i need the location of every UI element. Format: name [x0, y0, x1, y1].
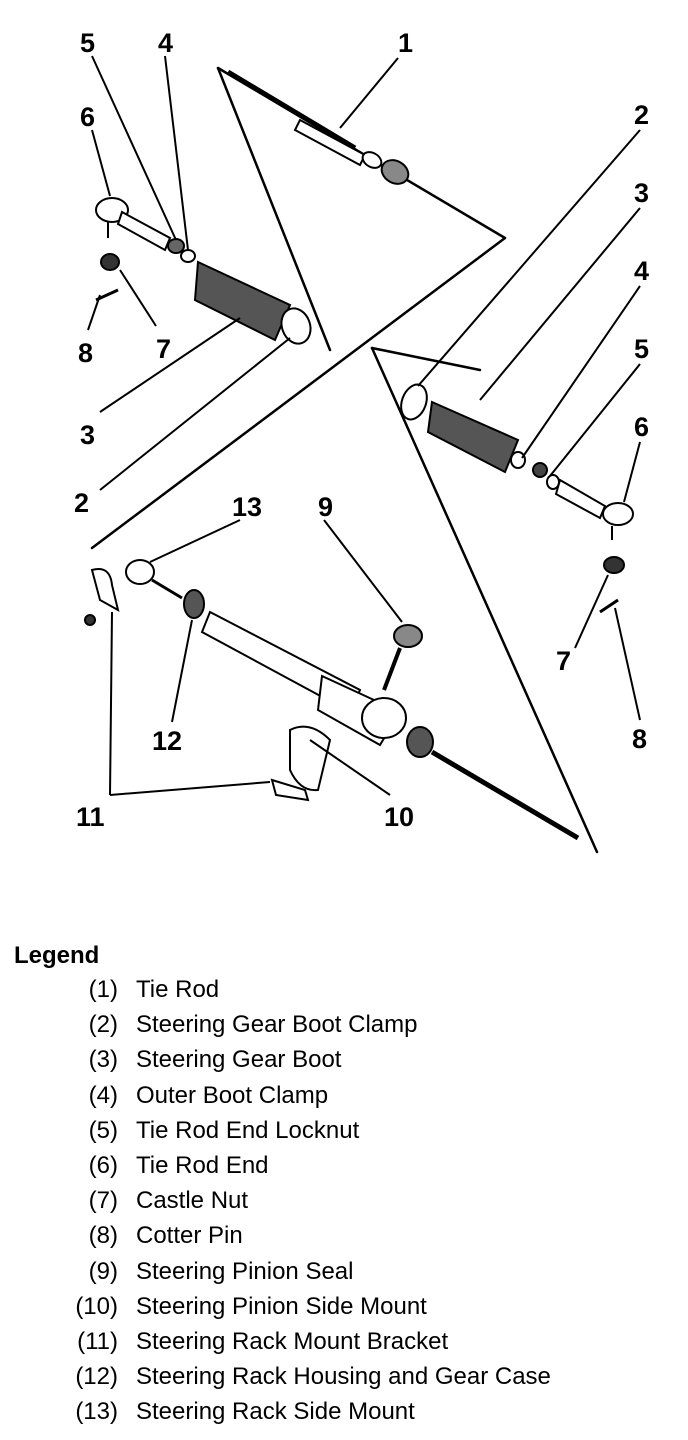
callout-12: 12: [152, 726, 182, 756]
legend-item-label: Steering Rack Mount Bracket: [136, 1327, 449, 1355]
callout-6: 6: [80, 102, 95, 132]
legend-item-label: Outer Boot Clamp: [136, 1081, 329, 1109]
legend-item: (6) Tie Rod End: [14, 1148, 674, 1183]
legend-item-number: (5): [88, 1116, 118, 1144]
legend-item-label: Steering Rack Housing and Gear Case: [136, 1363, 551, 1391]
legend-item: (1) Tie Rod: [14, 972, 674, 1007]
callout-5-right: 5: [634, 334, 649, 364]
legend-item-number: (3): [88, 1046, 118, 1074]
callout-3: 3: [80, 420, 95, 450]
legend-item-label: Steering Gear Boot: [136, 1046, 342, 1074]
callout-8: 8: [78, 338, 93, 368]
callout-6-right: 6: [634, 412, 649, 442]
legend-item: (7) Castle Nut: [14, 1183, 674, 1218]
legend: Legend (1) Tie Rod (2) Steering Gear Boot …: [14, 940, 674, 1429]
legend-item-label: Steering Pinion Side Mount: [136, 1292, 427, 1320]
legend-item: (2) Steering Gear Boot Clamp: [14, 1007, 674, 1042]
steering-gear-boot-right: [400, 383, 634, 614]
callout-5: 5: [80, 28, 95, 58]
right-assembly-bracket-line: [370, 346, 482, 372]
legend-item-label: Steering Rack Side Mount: [136, 1398, 415, 1426]
legend-item-label: Cotter Pin: [136, 1222, 243, 1250]
callout-8-right: 8: [632, 724, 647, 754]
exploded-view-diagram: 1 5 4 6 8 7 3 2 2 3 4 5 6 7 8 13 9 12 11…: [74, 28, 649, 854]
callout-2-right: 2: [634, 100, 649, 130]
legend-item-number: (2): [88, 1011, 118, 1039]
legend-item-label: Steering Pinion Seal: [136, 1257, 354, 1285]
upper-assembly-bracket-line: [90, 66, 507, 550]
callout-leader-lines: [87, 55, 641, 796]
legend-item-label: Tie Rod End Locknut: [136, 1116, 360, 1144]
legend-item-label: Castle Nut: [136, 1187, 249, 1215]
callout-10: 10: [384, 802, 414, 832]
upper-assembly-bracket-line: [216, 66, 332, 352]
legend-item-label: Tie Rod: [136, 976, 220, 1003]
legend-item: (12) Steering Rack Housing and Gear Case: [14, 1359, 674, 1394]
callout-3-right: 3: [634, 178, 649, 208]
tie-rod-upper: [226, 69, 410, 185]
callout-13: 13: [232, 492, 262, 522]
legend-item-number: (1): [88, 976, 118, 1003]
steering-rack-housing: [125, 559, 580, 841]
callout-11: 11: [76, 802, 105, 832]
legend-item-number: (11): [77, 1327, 118, 1355]
legend-item: (13) Steering Rack Side Mount: [14, 1394, 674, 1429]
legend-item: (4) Outer Boot Clamp: [14, 1078, 674, 1113]
callout-7-right: 7: [556, 646, 571, 676]
legend-item-label: Tie Rod End: [136, 1151, 269, 1179]
legend-item-number: (6): [88, 1151, 118, 1179]
callout-2: 2: [74, 488, 89, 518]
legend-item: (11) Steering Rack Mount Bracket: [14, 1324, 674, 1359]
legend-item: (8) Cotter Pin: [14, 1218, 674, 1253]
callout-9: 9: [318, 492, 333, 522]
steering-gear-boot-left: [193, 260, 312, 345]
legend-item-label: Steering Gear Boot Clamp: [136, 1011, 418, 1039]
legend-item-number: (12): [75, 1363, 118, 1391]
legend-item: (10) Steering Pinion Side Mount: [14, 1289, 674, 1324]
legend-item: (9) Steering Pinion Seal: [14, 1254, 674, 1289]
right-assembly-bracket-line: [370, 346, 599, 854]
callout-4-right: 4: [634, 256, 649, 286]
callout-7: 7: [156, 334, 171, 364]
legend-item: (5) Tie Rod End Locknut: [14, 1113, 674, 1148]
legend-item-number: (4): [88, 1081, 118, 1109]
tie-rod-end-left: [95, 197, 196, 302]
legend-title: Legend: [14, 942, 100, 969]
legend-item-number: (13): [75, 1398, 118, 1426]
mount-brackets: [84, 568, 332, 802]
legend-item-number: (10): [75, 1292, 118, 1320]
legend-item-number: (7): [88, 1187, 118, 1215]
legend-item-number: (9): [88, 1257, 118, 1285]
legend-item: (3) Steering Gear Boot: [14, 1042, 674, 1077]
legend-list: (1) Tie Rod (2) Steering Gear Boot Clamp (…: [14, 972, 674, 1429]
legend-item-number: (8): [88, 1222, 118, 1250]
callout-4: 4: [158, 28, 173, 58]
callout-1: 1: [398, 28, 413, 58]
